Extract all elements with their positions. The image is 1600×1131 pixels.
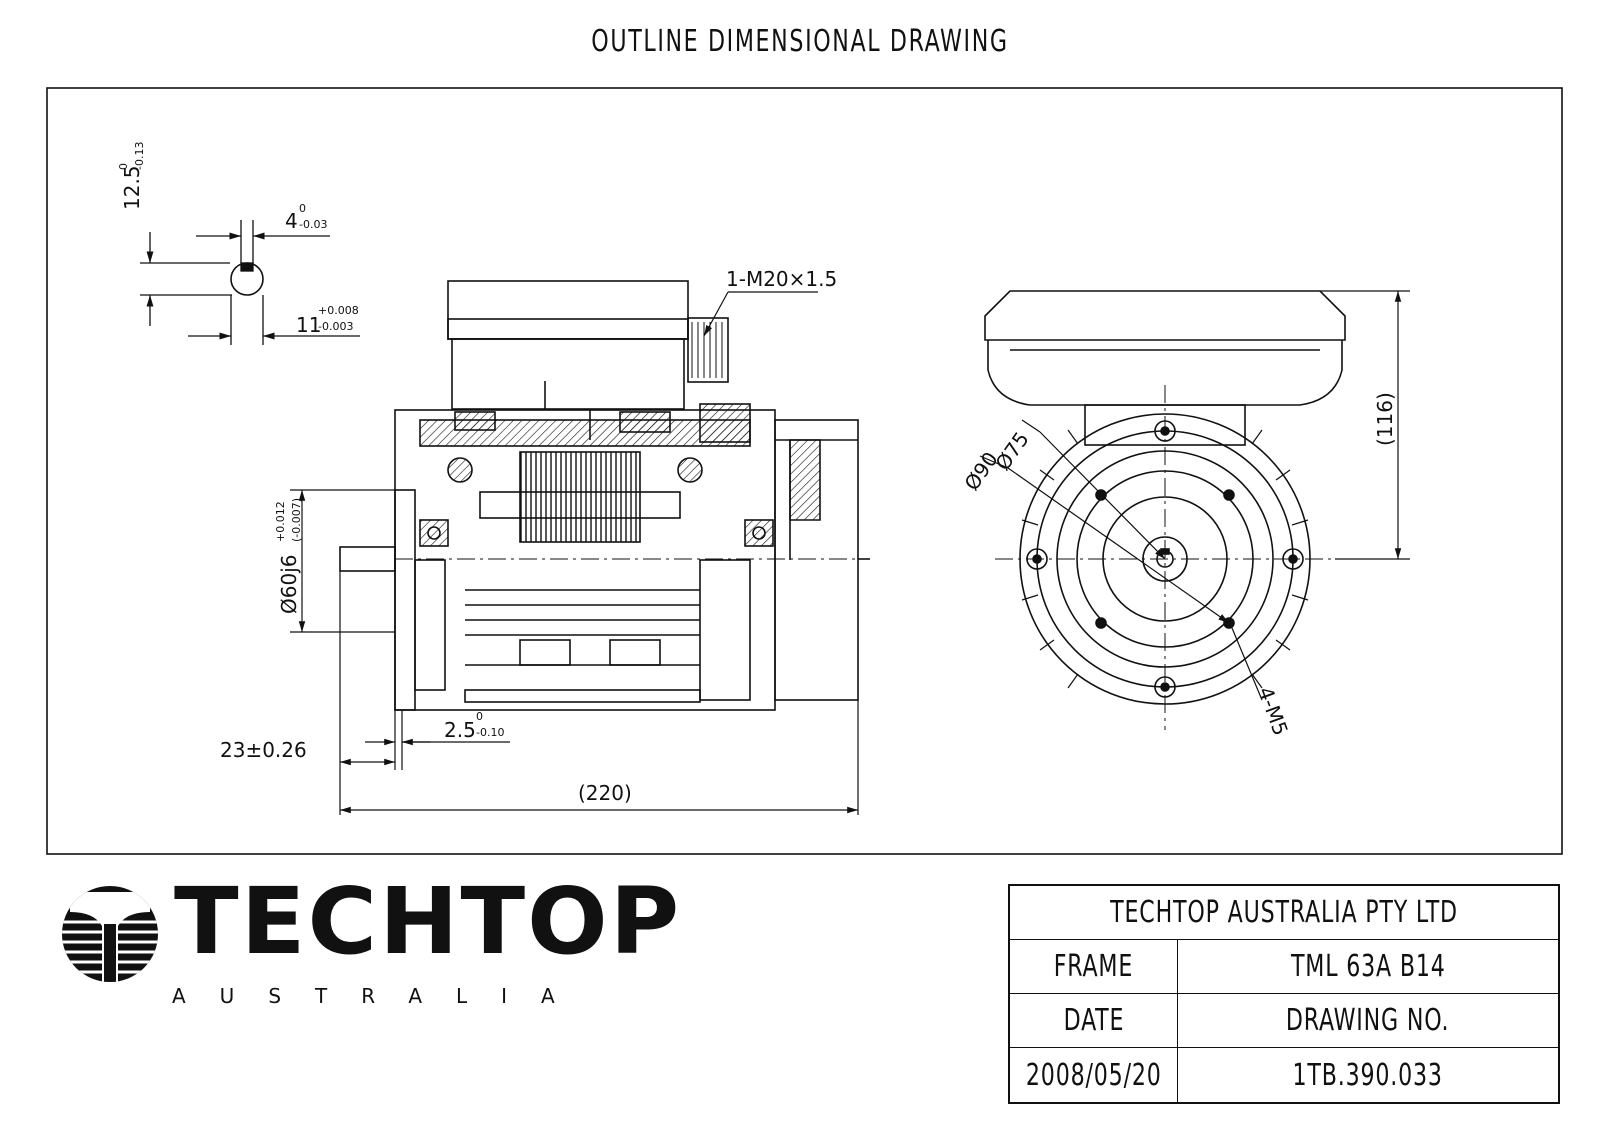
title-block: TECHTOP AUSTRALIA PTY LTD FRAME TML 63A …: [1008, 884, 1560, 1104]
company-name: TECHTOP AUSTRALIA PTY LTD: [1110, 895, 1458, 930]
side-view-dims: [290, 291, 859, 815]
spigot-depth-dim: 2.5 0 -0.10: [444, 710, 504, 742]
svg-text:0: 0: [299, 202, 306, 215]
svg-text:-0.03: -0.03: [299, 218, 327, 231]
svg-text:-0.13: -0.13: [133, 142, 146, 170]
svg-text:-0.003: -0.003: [318, 320, 353, 333]
svg-text:4: 4: [285, 209, 298, 233]
end-view-dims: [979, 290, 1410, 701]
techtop-logo: TECHTOP AUSTRALIA: [60, 868, 679, 1026]
frame-value: TML 63A B14: [1290, 949, 1446, 984]
title-block-values-row: 2008/05/20 1TB.390.033: [1010, 1048, 1558, 1102]
flange-holes-dim: 4-M5: [1253, 684, 1293, 739]
frame-label: FRAME: [1053, 949, 1134, 984]
date-label: DATE: [1063, 1003, 1124, 1038]
svg-text:(-0.007): (-0.007): [290, 498, 303, 542]
title-block-company-row: TECHTOP AUSTRALIA PTY LTD: [1010, 886, 1558, 940]
svg-text:11: 11: [296, 313, 321, 337]
shaft-diameter-dim: 11 +0.008 -0.003: [296, 304, 359, 337]
end-view: [984, 290, 1346, 730]
title-block-frame-row: FRAME TML 63A B14: [1010, 940, 1558, 994]
techtop-emblem-icon: [62, 886, 158, 982]
shaft-length-dim: 23±0.26: [220, 738, 307, 762]
drawing-title: OUTLINE DIMENSIONAL DRAWING: [591, 24, 1009, 59]
overall-height-dim: (116): [1373, 392, 1397, 446]
drawing-no-label: DRAWING NO.: [1286, 1003, 1450, 1038]
spigot-diameter-dim: Ø60j6 +0.012 (-0.007): [274, 498, 303, 614]
svg-text:0: 0: [117, 163, 130, 170]
svg-text:0: 0: [476, 710, 483, 723]
svg-text:2.5: 2.5: [444, 718, 476, 742]
title-block-labels-row: DATE DRAWING NO.: [1010, 994, 1558, 1048]
drawing-no-value: 1TB.390.033: [1292, 1057, 1444, 1093]
svg-text:12.5: 12.5: [120, 165, 144, 210]
logo-subtitle: AUSTRALIA: [172, 984, 589, 1008]
keyway-depth-dim: 12.5 0 -0.13: [117, 142, 146, 210]
side-view: [339, 280, 870, 711]
svg-text:+0.012: +0.012: [274, 501, 287, 542]
overall-length-dim: (220): [578, 781, 632, 805]
keyway-detail: [140, 220, 360, 345]
svg-text:Ø60j6: Ø60j6: [277, 555, 301, 614]
drawing-border: [46, 87, 1563, 855]
date-value: 2008/05/20: [1025, 1057, 1162, 1093]
key-width-dim: 4 0 -0.03: [285, 202, 327, 233]
svg-text:+0.008: +0.008: [318, 304, 359, 317]
svg-text:-0.10: -0.10: [476, 726, 504, 739]
cable-gland-dim: 1-M20×1.5: [726, 267, 837, 291]
logo-wordmark: TECHTOP: [174, 868, 682, 975]
